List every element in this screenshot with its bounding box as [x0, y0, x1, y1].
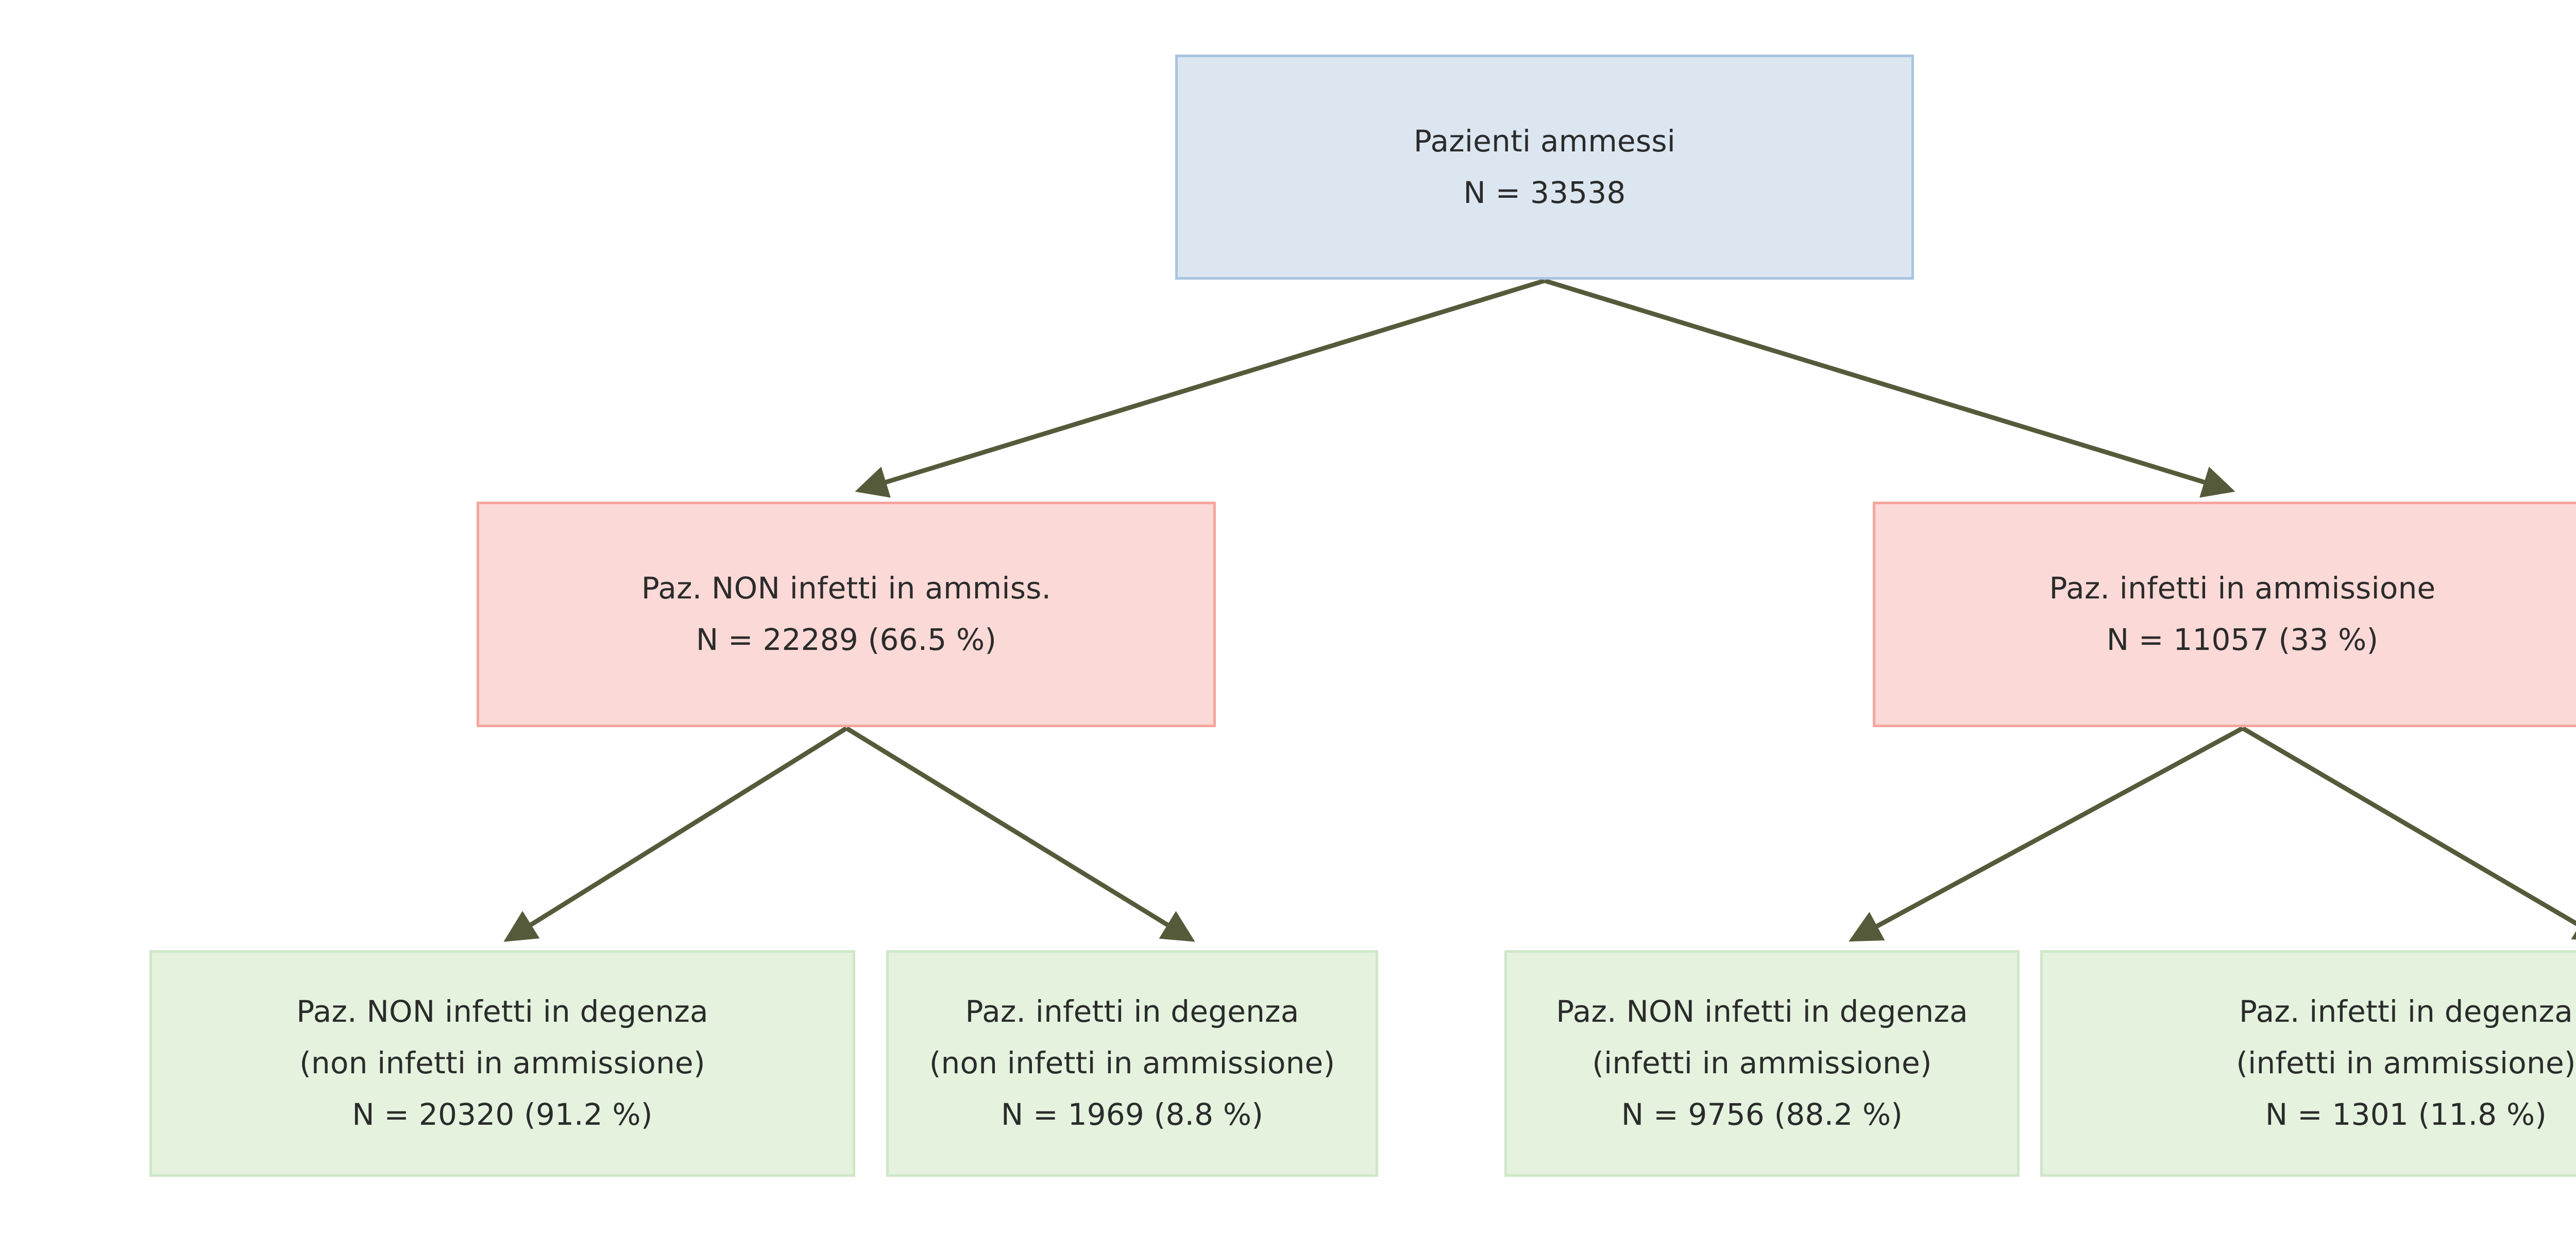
node-paz-infetti-in-ammissione: Paz. infetti in ammissione N = 11057 (33… — [1873, 502, 2576, 727]
node-non-infected-admission-count: N = 22289 (66.5 %) — [696, 622, 997, 657]
leaf1-subtitle: (non infetti in ammissione) — [299, 1045, 705, 1081]
leaf4-count: N = 1301 (11.8 %) — [2265, 1096, 2547, 1132]
edge-infected-to-leaf-non-infected — [1849, 726, 2244, 942]
node-leaf-non-infetti-degenza-da-non-infetti: Paz. NON infetti in degenza (non infetti… — [149, 950, 855, 1177]
node-pazienti-ammessi: Pazienti ammessi N = 33538 — [1175, 55, 1914, 280]
leaf3-count: N = 9756 (88.2 %) — [1621, 1096, 1903, 1132]
node-paz-non-infetti-in-ammissione: Paz. NON infetti in ammiss. N = 22289 (6… — [477, 502, 1216, 727]
leaf1-title: Paz. NON infetti in degenza — [296, 994, 708, 1029]
edge-root-to-non-infected-admission — [855, 278, 1546, 498]
leaf1-count: N = 20320 (91.2 %) — [352, 1096, 653, 1132]
leaf3-title: Paz. NON infetti in degenza — [1556, 994, 1968, 1029]
node-infected-admission-count: N = 11057 (33 %) — [2106, 622, 2379, 657]
node-leaf-infetti-degenza-da-non-infetti: Paz. infetti in degenza (non infetti in … — [886, 950, 1378, 1177]
leaf2-subtitle: (non infetti in ammissione) — [929, 1045, 1335, 1081]
node-root-title: Pazienti ammessi — [1413, 123, 1676, 159]
node-root-count: N = 33538 — [1463, 175, 1626, 210]
leaf2-title: Paz. infetti in degenza — [965, 994, 1299, 1029]
node-leaf-non-infetti-degenza-da-infetti: Paz. NON infetti in degenza (infetti in … — [1504, 950, 2020, 1177]
leaf2-count: N = 1969 (8.8 %) — [1001, 1096, 1264, 1132]
leaf4-title: Paz. infetti in degenza — [2239, 994, 2573, 1029]
edge-root-to-infected-admission — [1544, 278, 2235, 498]
node-infected-admission-title: Paz. infetti in ammissione — [2049, 571, 2436, 606]
node-leaf-infetti-degenza-da-infetti: Paz. infetti in degenza (infetti in ammi… — [2040, 950, 2576, 1177]
edge-non-infected-to-leaf-non-infected — [503, 726, 848, 942]
node-non-infected-admission-title: Paz. NON infetti in ammiss. — [641, 571, 1052, 606]
leaf3-subtitle: (infetti in ammissione) — [1592, 1045, 1932, 1081]
edge-infected-to-leaf-infected — [2241, 726, 2576, 942]
leaf4-subtitle: (infetti in ammissione) — [2236, 1045, 2576, 1081]
edge-non-infected-to-leaf-infected — [845, 726, 1195, 942]
